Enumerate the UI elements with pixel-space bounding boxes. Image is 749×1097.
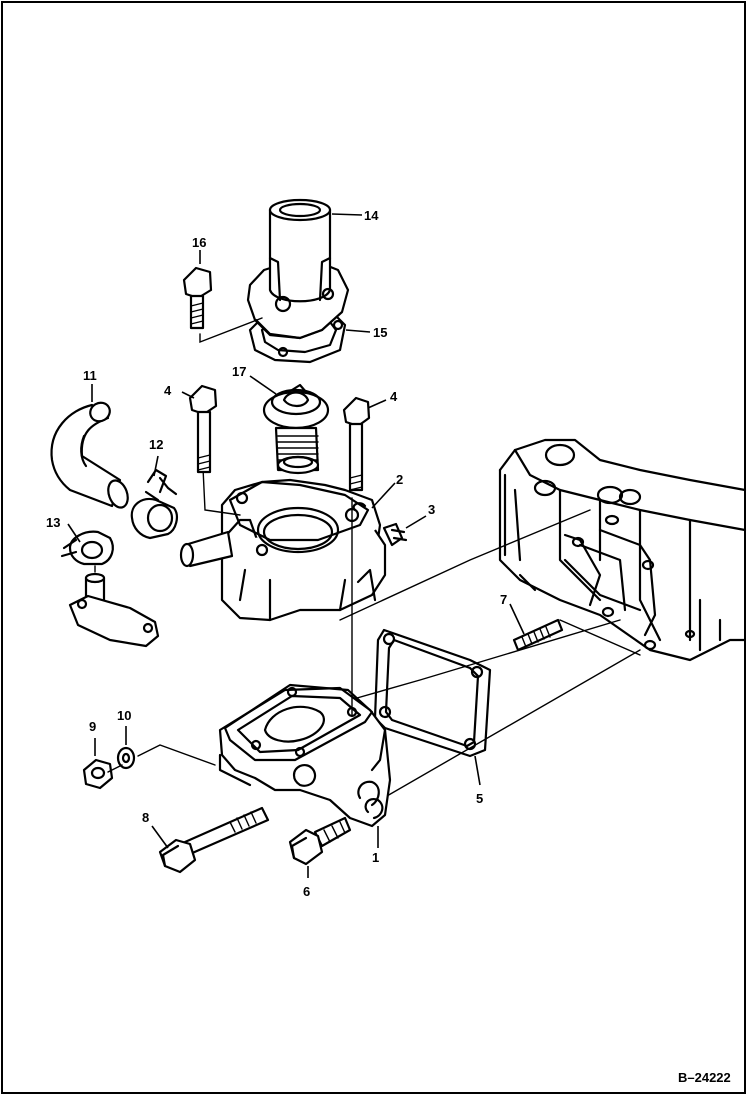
callout-8: 8: [142, 810, 149, 825]
gasket-5: [373, 628, 492, 786]
callout-11: 11: [83, 368, 97, 383]
bolt-6: [288, 816, 352, 878]
figure-reference-id: B–24222: [678, 1070, 731, 1085]
callout-17: 17: [232, 364, 246, 379]
callout-4-right: 4: [390, 389, 398, 404]
callout-5: 5: [476, 791, 483, 806]
assembly-lines: [339, 509, 641, 801]
pipe-flange: [68, 565, 160, 648]
clamp-12: [130, 455, 178, 540]
bolt-4-right: [342, 396, 387, 492]
bolt-16: [182, 250, 263, 344]
thermostat-17: [249, 375, 330, 475]
thermostat-housing-2: [179, 478, 396, 622]
lower-housing-1: [218, 683, 392, 848]
callout-14: 14: [364, 208, 379, 223]
engine-block: [498, 438, 747, 662]
hose-11: [50, 384, 129, 509]
callout-16: 16: [192, 235, 206, 250]
stud-axis-line: [107, 744, 216, 773]
callout-7: 7: [500, 592, 507, 607]
callout-15: 15: [373, 325, 387, 340]
washer-10: [116, 726, 136, 770]
sensor-3: [382, 515, 427, 547]
bolt-8: [151, 806, 270, 874]
bolt-4-left: [181, 384, 218, 474]
callout-4-left: 4: [164, 383, 172, 398]
callout-12: 12: [149, 437, 163, 452]
clamp-13: [60, 523, 114, 566]
callout-10: 10: [117, 708, 131, 723]
callout-6: 6: [303, 884, 310, 899]
callout-9: 9: [89, 719, 96, 734]
callout-1: 1: [372, 850, 379, 865]
callout-3: 3: [428, 502, 435, 517]
callout-2: 2: [396, 472, 403, 487]
nut-9: [82, 738, 114, 790]
callout-13: 13: [46, 515, 60, 530]
alignment-line-left: [202, 467, 241, 516]
water-outlet-14: [246, 198, 363, 340]
stud-7: [509, 603, 564, 652]
